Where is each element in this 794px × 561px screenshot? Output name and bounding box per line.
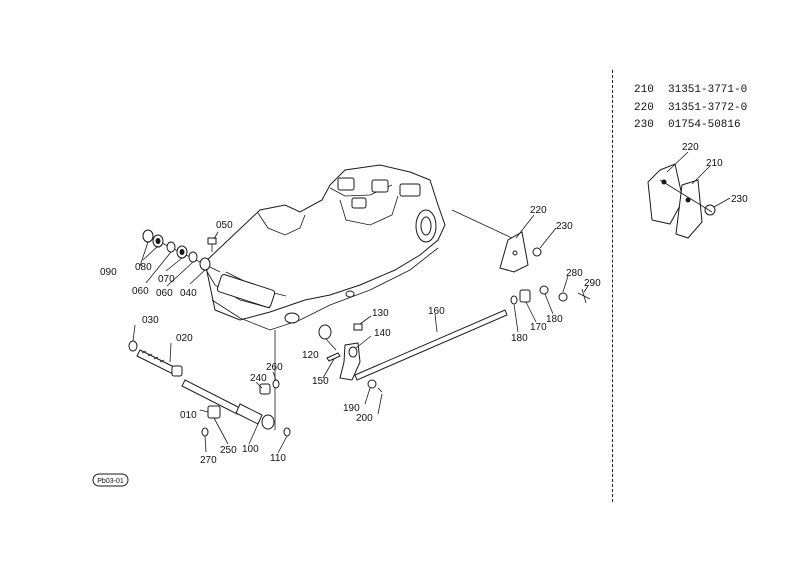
leader-lines <box>132 151 731 454</box>
callout-050: 050 <box>216 220 233 231</box>
transmission-housing <box>204 164 446 430</box>
callout-labels: 010 020 030 040 050 060 060 070 080 090 … <box>100 142 748 466</box>
callout-220: 220 <box>530 205 547 216</box>
detail-callout-230: 230 <box>731 194 748 205</box>
callout-040: 040 <box>180 288 197 299</box>
callout-250: 250 <box>220 445 237 456</box>
detail-callout-220: 220 <box>682 142 699 153</box>
callout-150: 150 <box>312 376 329 387</box>
callout-180b: 180 <box>546 314 563 325</box>
parts-ref: 210 <box>634 84 654 96</box>
callout-280: 280 <box>566 268 583 279</box>
callout-240: 240 <box>250 373 267 384</box>
parts-ref: 230 <box>634 119 654 131</box>
callout-130: 130 <box>372 308 389 319</box>
dashed-divider <box>612 70 613 502</box>
callout-190: 190 <box>343 403 360 414</box>
parts-list-row: 210 31351-3771-0 <box>634 82 784 100</box>
callout-100: 100 <box>242 444 259 455</box>
callout-270: 270 <box>200 455 217 466</box>
pivot-parts <box>510 285 591 305</box>
parts-number: 01754-50816 <box>668 119 741 131</box>
callout-020: 020 <box>176 333 193 344</box>
callout-070: 070 <box>158 274 175 285</box>
callout-160: 160 <box>428 306 445 317</box>
callout-060b: 060 <box>156 288 173 299</box>
callout-030: 030 <box>142 315 159 326</box>
bolt-050 <box>207 237 217 252</box>
callout-080: 080 <box>135 262 152 273</box>
parts-list-row: 230 01754-50816 <box>634 117 784 135</box>
detail-callout-210: 210 <box>706 158 723 169</box>
callout-120: 120 <box>302 350 319 361</box>
washer-stack <box>142 229 221 273</box>
parts-list-row: 220 31351-3772-0 <box>634 100 784 118</box>
detail-inset <box>647 163 716 239</box>
callout-180a: 180 <box>511 333 528 344</box>
lever-assembly <box>318 323 363 381</box>
shaft-assembly <box>128 340 291 437</box>
parts-list: 210 31351-3771-0 220 31351-3772-0 230 01… <box>634 82 784 135</box>
parts-number: 31351-3771-0 <box>668 84 748 96</box>
callout-010: 010 <box>180 410 197 421</box>
page-code: Pb03-01 <box>97 478 124 485</box>
callout-170: 170 <box>530 322 547 333</box>
callout-110: 110 <box>270 453 286 464</box>
parts-number: 31351-3772-0 <box>668 101 748 114</box>
callout-060a: 060 <box>132 286 149 297</box>
callout-230: 230 <box>556 221 573 232</box>
callout-260: 260 <box>266 362 283 373</box>
bracket-220 <box>451 209 542 273</box>
parts-ref: 220 <box>634 101 654 114</box>
callout-140: 140 <box>374 328 391 339</box>
page-code-badge: Pb03-01 <box>92 473 129 487</box>
callout-090: 090 <box>100 267 117 278</box>
callout-200: 200 <box>356 413 373 424</box>
callout-290: 290 <box>584 278 601 289</box>
rod-160 <box>354 309 508 393</box>
